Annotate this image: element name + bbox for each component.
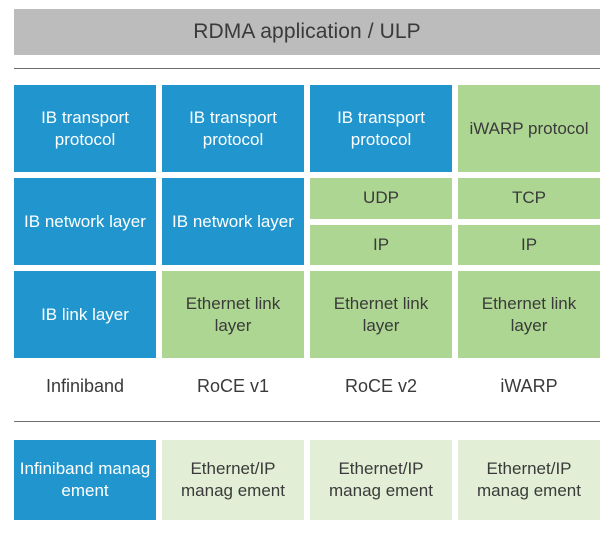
cell-ib-network-layer-infiniband: IB network layer xyxy=(14,178,156,265)
stack-column-roce-v1: IB transport protocol IB network layer E… xyxy=(162,85,304,358)
column-captions: Infiniband RoCE v1 RoCE v2 iWARP xyxy=(14,368,600,404)
mgmt-cell-ethernet-ip-management-roce-v2: Ethernet/IP manag ement xyxy=(310,440,452,520)
caption-roce-v2: RoCE v2 xyxy=(344,375,418,396)
cell-ethernet-link-layer-iwarp: Ethernet link layer xyxy=(458,271,600,358)
stack-column-roce-v2: IB transport protocol UDP IP Ethernet li… xyxy=(310,85,452,358)
caption-iwarp: iWARP xyxy=(500,375,558,396)
cell-ib-transport-protocol-infiniband: IB transport protocol xyxy=(14,85,156,172)
cell-ib-transport-protocol-roce-v1: IB transport protocol xyxy=(162,85,304,172)
cell-udp-roce-v2: UDP xyxy=(310,178,452,219)
protocol-stack-grid: IB transport protocol IB network layer I… xyxy=(14,85,600,358)
cell-ib-network-layer-roce-v1: IB network layer xyxy=(162,178,304,265)
management-row: Infiniband manag ement Ethernet/IP manag… xyxy=(14,440,600,520)
caption-roce-v1: RoCE v1 xyxy=(196,375,270,396)
mgmt-cell-infiniband-management: Infiniband manag ement xyxy=(14,440,156,520)
mgmt-cell-ethernet-ip-management-roce-v1: Ethernet/IP manag ement xyxy=(162,440,304,520)
cell-ib-transport-protocol-roce-v2: IB transport protocol xyxy=(310,85,452,172)
caption-infiniband: Infiniband xyxy=(45,375,125,396)
cell-ethernet-link-layer-roce-v1: Ethernet link layer xyxy=(162,271,304,358)
cell-ib-link-layer-infiniband: IB link layer xyxy=(14,271,156,358)
cell-ip-iwarp: IP xyxy=(458,224,600,265)
rdma-application-header: RDMA application / ULP xyxy=(14,9,600,55)
stack-column-infiniband: IB transport protocol IB network layer I… xyxy=(14,85,156,358)
divider-bottom xyxy=(14,421,600,422)
cell-ip-roce-v2: IP xyxy=(310,224,452,265)
divider-top xyxy=(14,68,600,69)
cell-ethernet-link-layer-roce-v2: Ethernet link layer xyxy=(310,271,452,358)
cell-tcp-iwarp: TCP xyxy=(458,178,600,219)
header-label: RDMA application / ULP xyxy=(193,20,421,43)
cell-iwarp-protocol: iWARP protocol xyxy=(458,85,600,172)
mgmt-cell-ethernet-ip-management-iwarp: Ethernet/IP manag ement xyxy=(458,440,600,520)
stack-column-iwarp: iWARP protocol TCP IP Ethernet link laye… xyxy=(458,85,600,358)
